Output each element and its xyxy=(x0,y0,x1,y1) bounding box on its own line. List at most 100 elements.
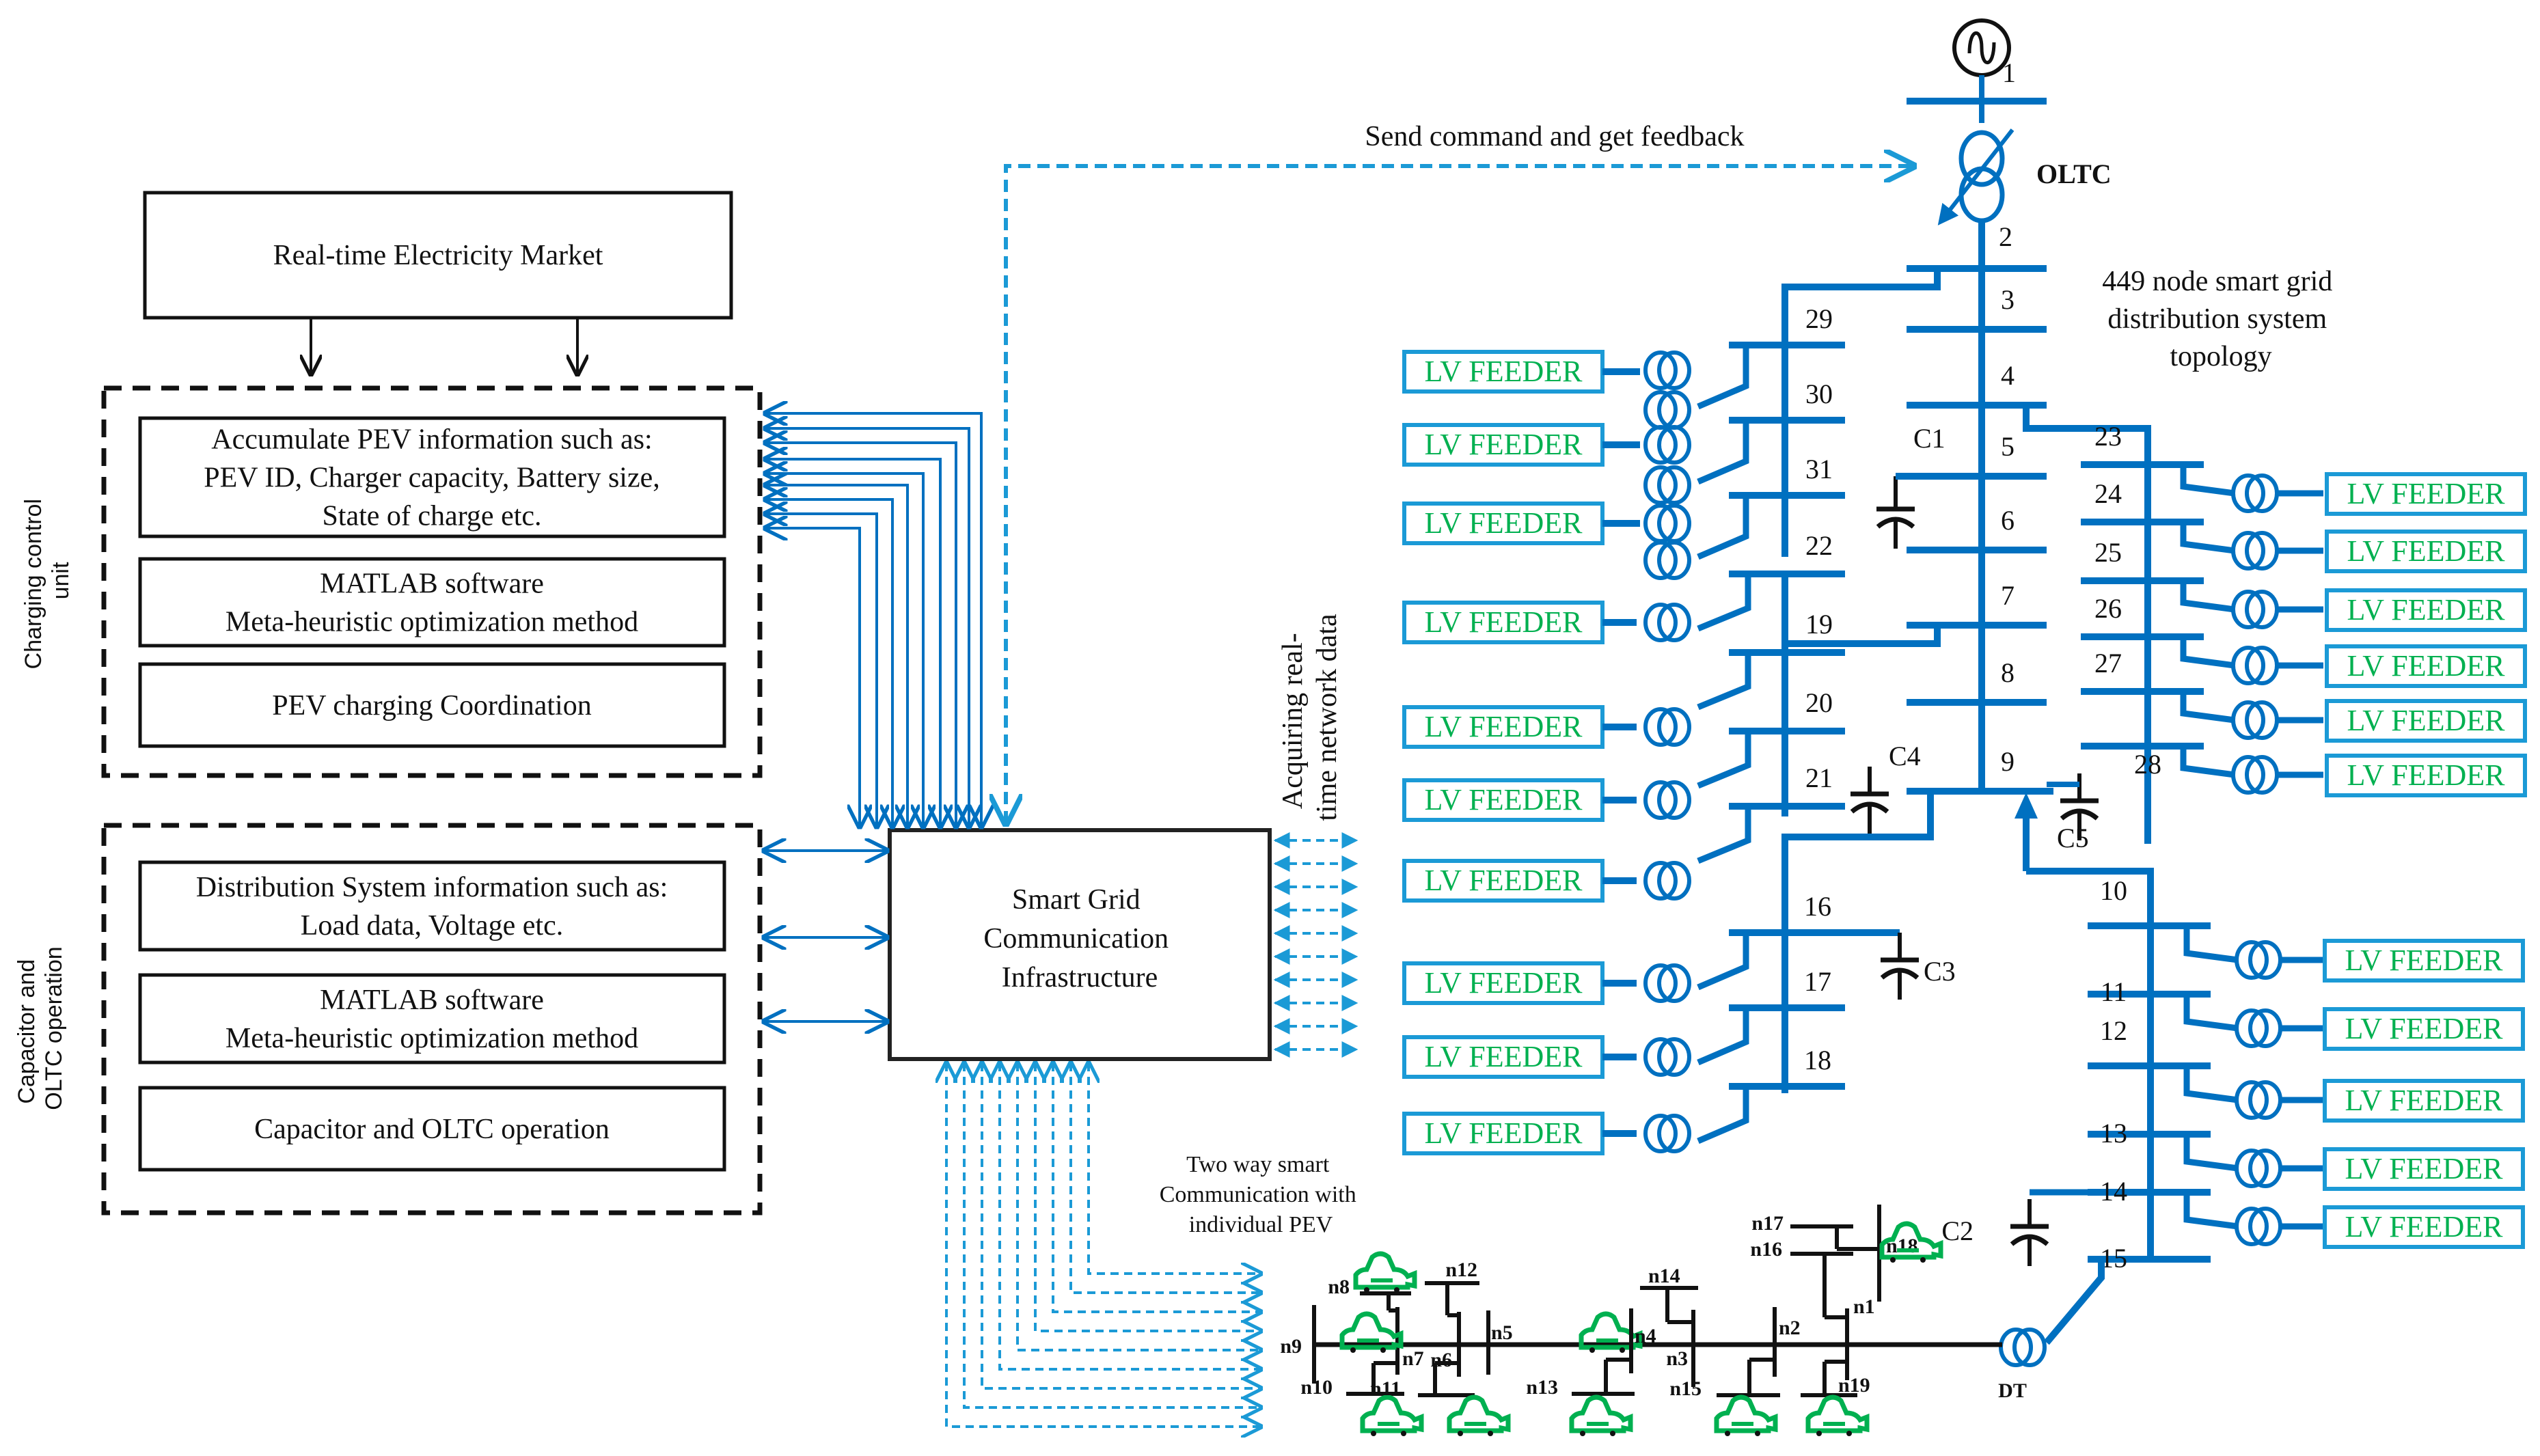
lv-feeder-label: LV FEEDER xyxy=(2347,477,2505,510)
lv-feeder[interactable]: LV FEEDER xyxy=(1402,705,1604,749)
charging-data-link[interactable] xyxy=(765,514,877,827)
lv-feeder-box[interactable] xyxy=(2323,1147,2525,1191)
pev-comm-link[interactable] xyxy=(1089,1063,1261,1274)
lv-feeder[interactable]: LV FEEDER xyxy=(2325,644,2527,688)
charging-data-link[interactable] xyxy=(765,413,981,827)
lv-feeder[interactable]: LV FEEDER xyxy=(1402,601,1604,644)
lv-feeder[interactable]: LV FEEDER xyxy=(2323,1147,2525,1191)
lv-feeder-box[interactable] xyxy=(2325,754,2527,797)
transformer-coil xyxy=(2231,590,2265,629)
lv-feeder[interactable]: LV FEEDER xyxy=(2325,472,2527,516)
lv-feeder[interactable]: LV FEEDER xyxy=(2323,1007,2525,1051)
lv-feeder-box[interactable] xyxy=(1402,350,1604,394)
lv-feeder[interactable]: LV FEEDER xyxy=(1402,1035,1604,1079)
pev-comm-link[interactable] xyxy=(1035,1063,1261,1331)
charging-data-link[interactable] xyxy=(765,428,969,827)
transformer-coil xyxy=(1657,504,1691,543)
lv-feeder[interactable]: LV FEEDER xyxy=(2323,939,2525,983)
lv-feeder[interactable]: LV FEEDER xyxy=(1402,778,1604,822)
bus-label: 5 xyxy=(2001,431,2015,462)
transformer-icon xyxy=(1643,465,1691,505)
oltc-label: OLTC xyxy=(2036,159,2112,189)
grid-branch xyxy=(2183,1066,2239,1103)
lv-feeder-box[interactable] xyxy=(2325,472,2527,516)
lv-feeder[interactable]: LV FEEDER xyxy=(2325,699,2527,743)
lv-node-label: n9 xyxy=(1280,1335,1302,1358)
lv-feeder[interactable]: LV FEEDER xyxy=(2325,754,2527,797)
lv-feeder-box[interactable] xyxy=(2325,588,2527,632)
car-wheel xyxy=(1816,1431,1822,1436)
lv-node-label: n5 xyxy=(1491,1321,1513,1344)
pev-comm-link[interactable] xyxy=(964,1063,1261,1407)
charging-data-link[interactable] xyxy=(765,473,923,827)
grid-branch xyxy=(1697,1008,1749,1066)
lv-feeder[interactable]: LV FEEDER xyxy=(1402,423,1604,467)
charging-box-1-line: State of charge etc. xyxy=(322,501,541,532)
lv-feeder-box[interactable] xyxy=(1402,705,1604,749)
grid-branch xyxy=(2183,1134,2239,1172)
lv-feeder[interactable]: LV FEEDER xyxy=(1402,350,1604,394)
bus-label: 28 xyxy=(2134,749,2161,780)
charging-data-link[interactable] xyxy=(765,443,956,827)
charging-data-link[interactable] xyxy=(765,499,892,827)
car-wheel xyxy=(1580,1431,1585,1436)
pev-comm-link[interactable] xyxy=(1071,1063,1261,1293)
grid-branch xyxy=(2180,746,2235,778)
lv-feeder[interactable]: LV FEEDER xyxy=(2323,1205,2525,1249)
charging-data-link[interactable] xyxy=(765,528,860,827)
lv-feeder[interactable]: LV FEEDER xyxy=(1402,859,1604,903)
car-wheel xyxy=(1620,1347,1625,1353)
lv-feeder-box[interactable] xyxy=(1402,1035,1604,1079)
lv-feeder-label: LV FEEDER xyxy=(2345,1152,2503,1185)
charging-data-link[interactable] xyxy=(765,485,907,827)
lv-node-label: n19 xyxy=(1838,1374,1870,1397)
lv-feeder-box[interactable] xyxy=(2325,644,2527,688)
lv-feeder-box[interactable] xyxy=(1402,961,1604,1005)
grid-branch xyxy=(2180,581,2235,613)
lv-feeder-box[interactable] xyxy=(2325,530,2527,573)
lv-feeder-box[interactable] xyxy=(2323,939,2525,983)
bus-label: 31 xyxy=(1805,454,1833,484)
bus-label: 7 xyxy=(2001,580,2015,611)
lv-feeder[interactable]: LV FEEDER xyxy=(2325,588,2527,632)
bus-label: 27 xyxy=(2094,648,2122,678)
lv-feeder-box[interactable] xyxy=(2323,1205,2525,1249)
lv-feeder-box[interactable] xyxy=(1402,859,1604,903)
bus-label: 20 xyxy=(1805,687,1833,718)
pev-comm-link[interactable] xyxy=(1018,1063,1261,1350)
capacitor-box-2-line: Meta-heuristic optimization method xyxy=(226,1023,638,1054)
lv-feeder-box[interactable] xyxy=(2323,1007,2525,1051)
pev-comm-link[interactable] xyxy=(982,1063,1261,1388)
pev-comm-link[interactable] xyxy=(1053,1063,1261,1312)
lv-feeder[interactable]: LV FEEDER xyxy=(2323,1079,2525,1123)
oltc-command-link[interactable] xyxy=(1006,166,1913,823)
lv-feeder-label: LV FEEDER xyxy=(1424,355,1583,388)
lv-feeder-box[interactable] xyxy=(1402,1112,1604,1155)
lv-feeder-label: LV FEEDER xyxy=(1424,506,1583,540)
pev-comm-link[interactable] xyxy=(1000,1063,1261,1369)
lv-feeder[interactable]: LV FEEDER xyxy=(1402,1112,1604,1155)
oltc-tap-arrow xyxy=(1937,128,2015,225)
pev-comm-link[interactable] xyxy=(946,1063,1261,1427)
car-wheel xyxy=(1610,1431,1615,1436)
bus-label: 29 xyxy=(1805,303,1833,334)
grid-branch xyxy=(1697,806,1751,864)
grid-branch xyxy=(1697,653,1751,711)
lv-feeder[interactable]: LV FEEDER xyxy=(1402,961,1604,1005)
lv-feeder-box[interactable] xyxy=(2325,699,2527,743)
charging-data-link[interactable] xyxy=(765,459,940,827)
lv-feeder[interactable]: LV FEEDER xyxy=(2325,530,2527,573)
ev-car-icon xyxy=(1714,1395,1778,1436)
capacitor-oltc-unit: Capacitor and OLTC operation Distributio… xyxy=(14,823,763,1215)
lv-feeder[interactable]: LV FEEDER xyxy=(1402,502,1604,545)
lv-node-label: n8 xyxy=(1328,1276,1350,1298)
transformer-coil xyxy=(2012,1328,2047,1367)
lv-feeder-box[interactable] xyxy=(2323,1079,2525,1123)
transformer-icon xyxy=(2235,1207,2282,1246)
bus-label: 25 xyxy=(2094,537,2122,568)
lv-feeder-label: LV FEEDER xyxy=(2345,944,2503,977)
grid-branch xyxy=(1697,420,1749,485)
car-wheel xyxy=(1589,1347,1595,1353)
grid-branch xyxy=(1697,1086,1749,1144)
